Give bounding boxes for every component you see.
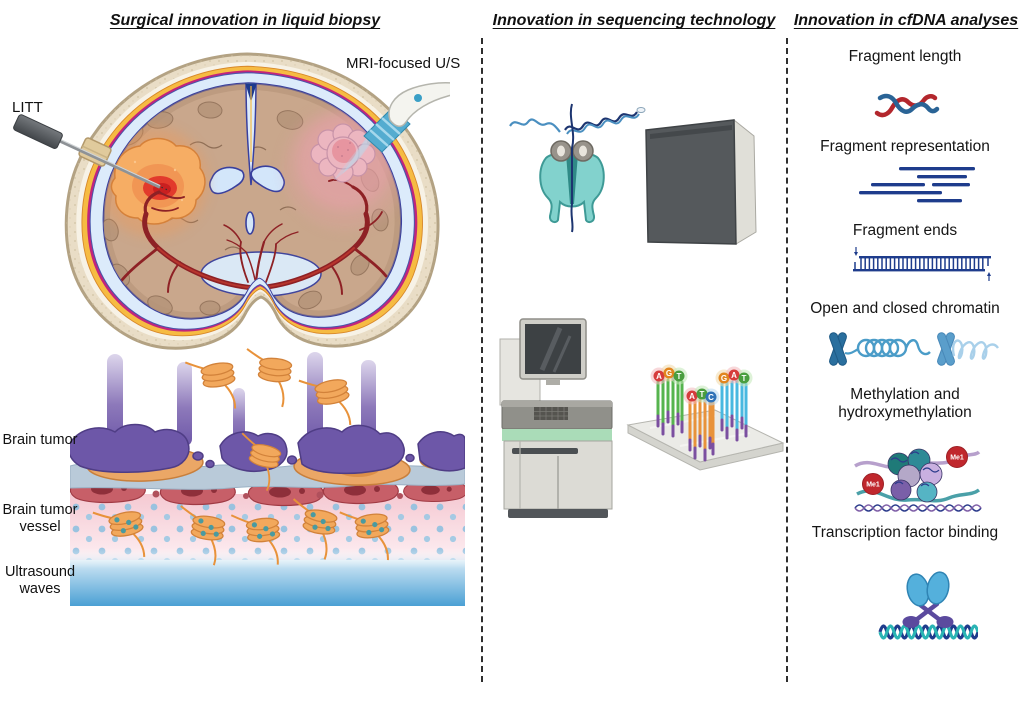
right-tumor [310, 123, 376, 183]
brain-tumor-vessel-label: Brain tumor vessel [2, 502, 78, 536]
methylation-label: Methylation and hydroxymethylation [838, 386, 972, 422]
panel2-title: Innovation in sequencing technology [492, 12, 776, 29]
svg-text:Me1: Me1 [866, 482, 880, 489]
svg-text:C: C [708, 393, 714, 402]
litt-probe-icon [13, 114, 161, 189]
me1-badge [946, 446, 968, 468]
svg-text:A: A [731, 371, 737, 380]
keypad [534, 407, 568, 420]
fragment-length-label: Fragment length [848, 48, 962, 65]
svg-text:T: T [677, 372, 682, 381]
ultrasound-waves-label: Ultrasound waves [4, 564, 76, 598]
nucleosome-core [887, 448, 943, 503]
benchtop-sequencer-icon [499, 318, 613, 518]
me1-badge [862, 473, 884, 495]
cluster-1 [656, 372, 684, 438]
svg-text:A: A [656, 372, 662, 381]
cluster-2 [688, 392, 715, 462]
brain-tumor-label: Brain tumor [2, 432, 78, 448]
tf-binding-label: Transcription factor binding [811, 524, 999, 541]
closed-chromatin [829, 332, 931, 366]
fragment-ends-label: Fragment ends [852, 222, 958, 239]
chromatin-icon [829, 332, 999, 366]
nanopore-sequencer-icon [509, 103, 646, 233]
tf-protein [926, 571, 950, 605]
dna-helix-icon [874, 93, 940, 118]
svg-text:G: G [666, 369, 672, 378]
dna-strand [569, 103, 575, 233]
vessel-wall-cells [70, 477, 465, 507]
base-calls: A G T A T C G A T [650, 364, 753, 406]
fragment-stack-icon [859, 167, 975, 203]
svg-text:T: T [700, 390, 705, 399]
litt-label: LITT [12, 99, 43, 116]
panel-divider-right [786, 38, 788, 682]
tumor-vessel-illustration [70, 348, 465, 606]
methylation-icon: Me1 Me1 [854, 446, 982, 512]
mri-us-label: MRI-focused U/S [346, 55, 461, 72]
fragment-ends-icon [853, 247, 991, 281]
open-chromatin [937, 332, 999, 366]
chromatin-label: Open and closed chromatin [810, 300, 1000, 317]
svg-text:G: G [721, 374, 727, 383]
fragment-representation-label: Fragment representation [820, 138, 990, 155]
flowcell-clusters-icon: A G T A T C G A T [626, 364, 785, 471]
ventricles [208, 165, 286, 235]
cerebral-arteries [120, 178, 388, 295]
falx [243, 83, 259, 186]
panel1-title: Surgical innovation in liquid biopsy [109, 12, 381, 29]
sequencer-box-icon [645, 118, 757, 245]
status-light-bar [502, 429, 612, 441]
svg-text:A: A [689, 392, 695, 401]
ultrasound-wave-band [70, 548, 465, 606]
panel3-title: Innovation in cfDNA analyses [793, 12, 1019, 29]
circulating-nucleosomes [91, 498, 394, 570]
brain-illustration [13, 52, 450, 350]
svg-text:T: T [742, 374, 747, 383]
mri-ultrasound-probe-icon [332, 82, 450, 182]
left-tumor [110, 137, 206, 225]
tf-binding-icon [878, 571, 978, 640]
panel-divider-left [481, 38, 483, 682]
svg-text:Me1: Me1 [950, 455, 964, 462]
